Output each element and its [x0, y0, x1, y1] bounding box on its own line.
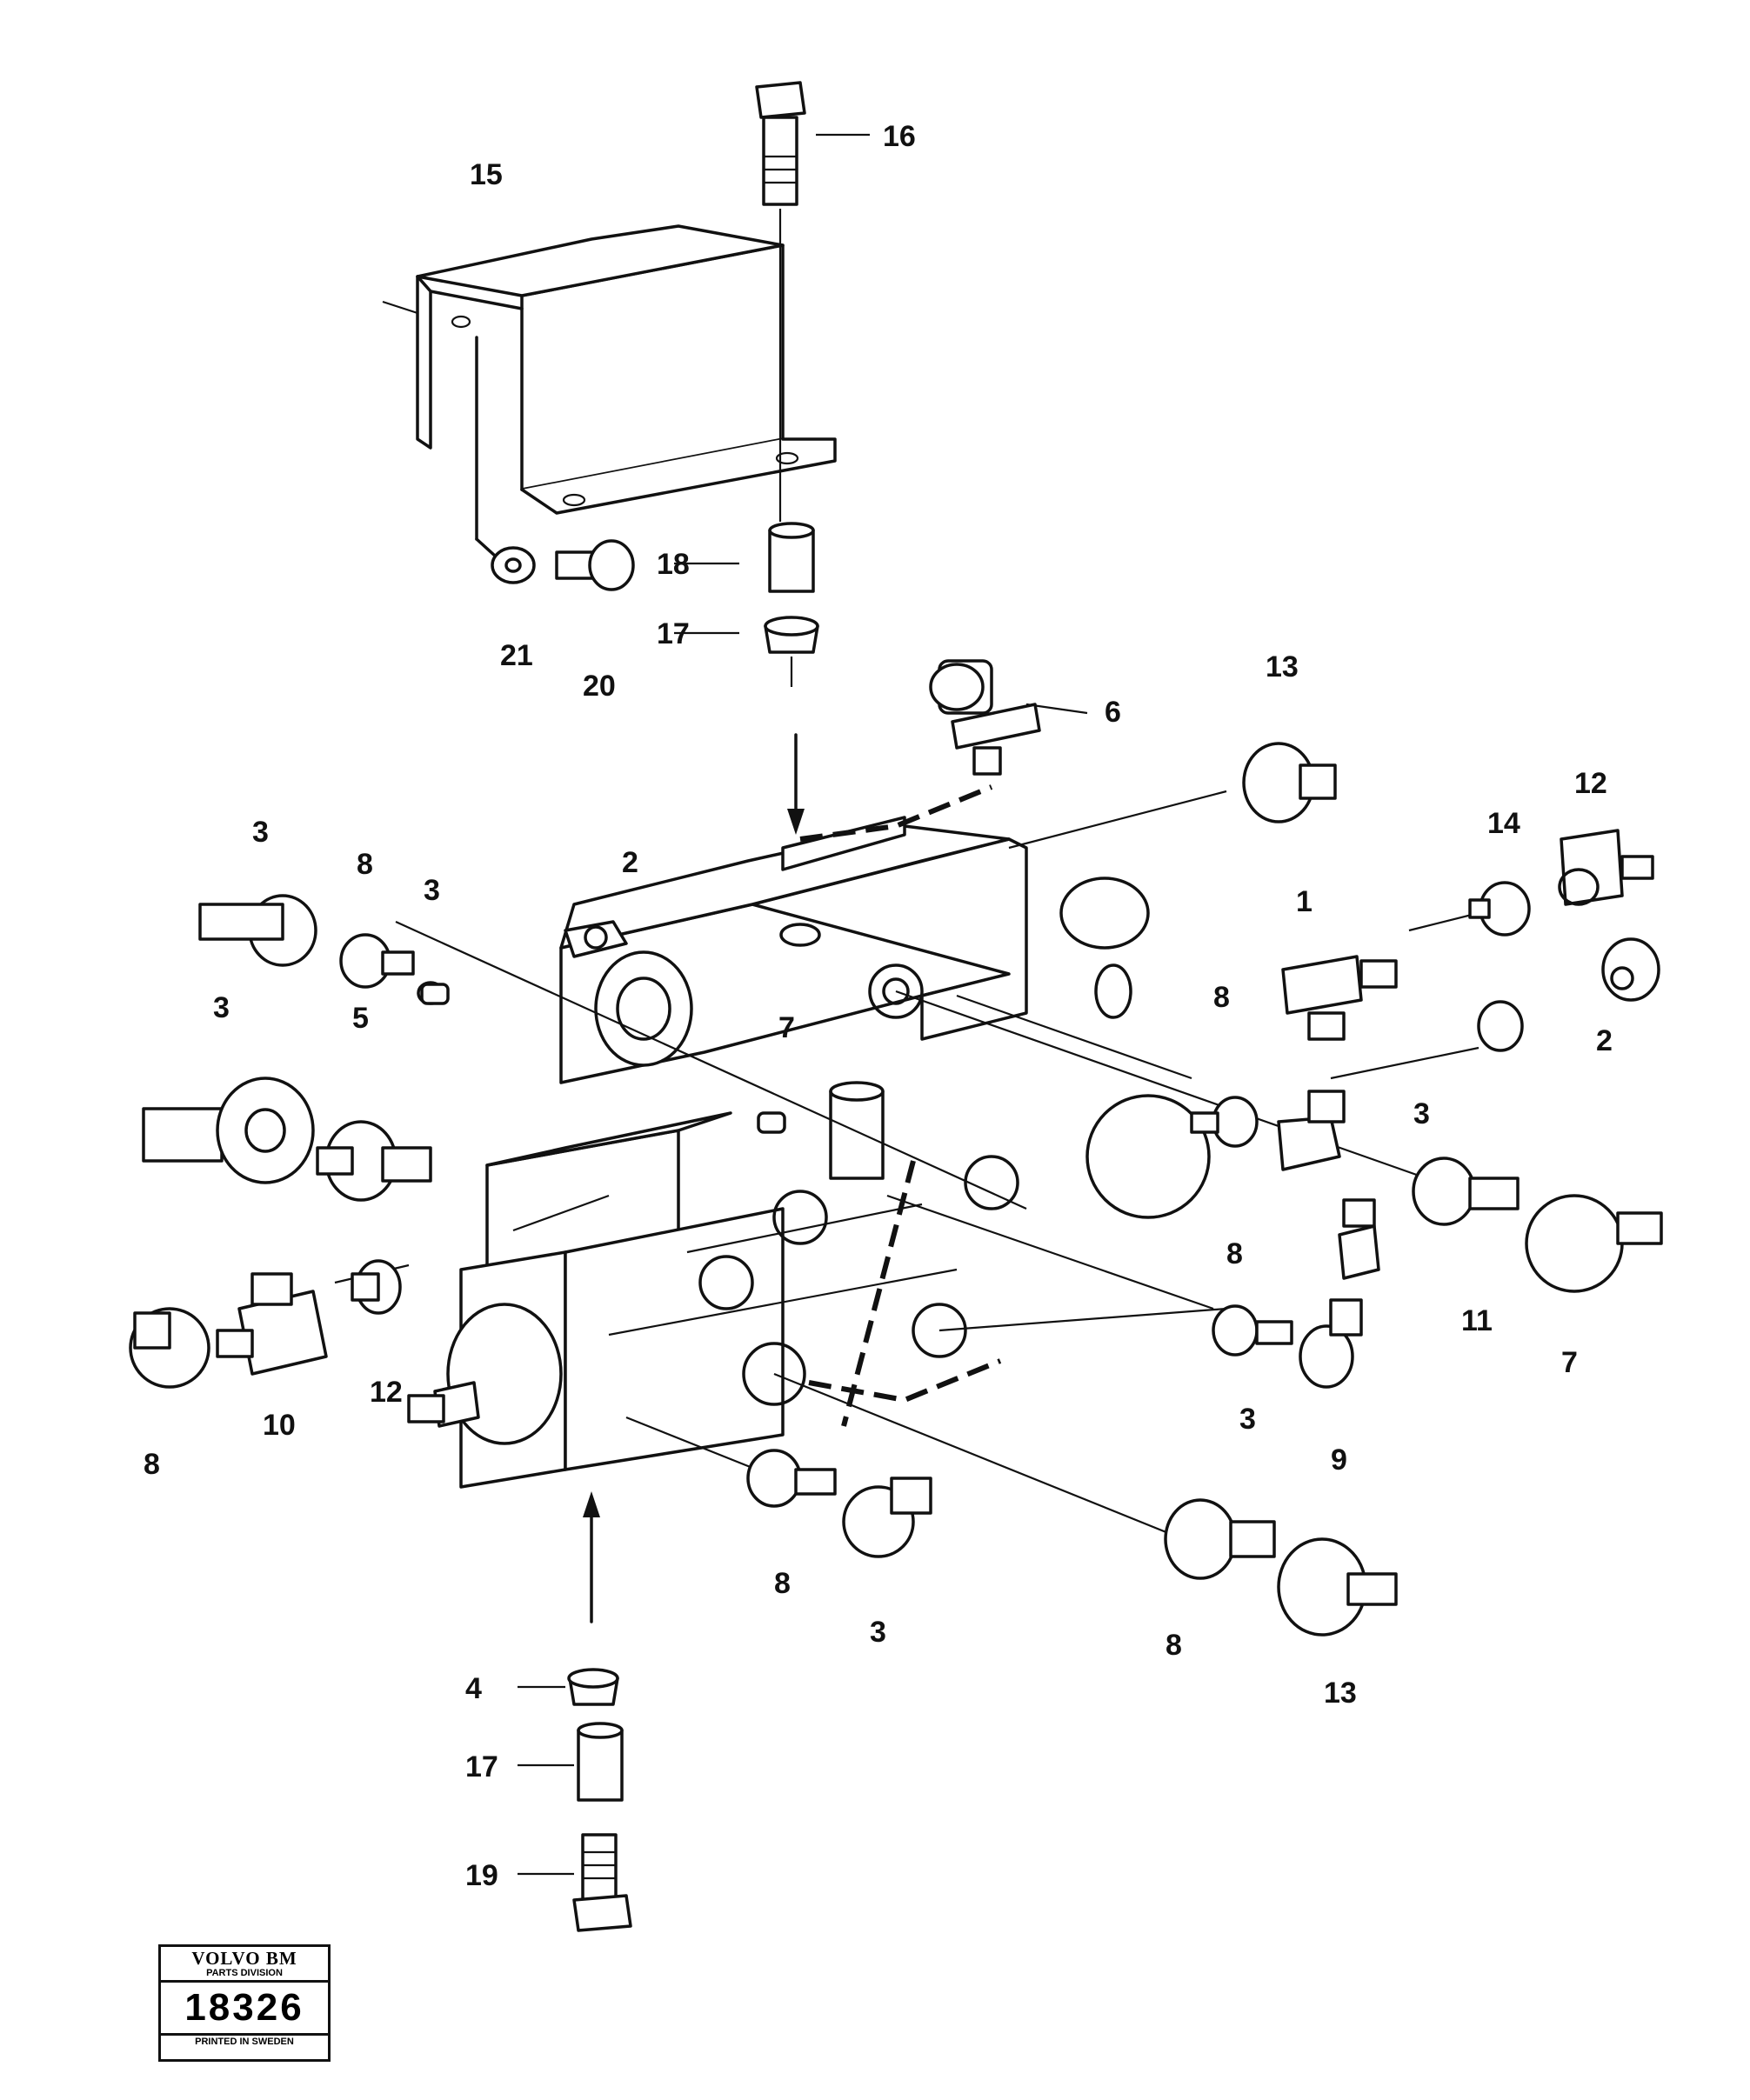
part-label-3-mid: 8 — [1213, 981, 1230, 1014]
bracket-drawing — [382, 224, 837, 558]
part-labels: 16 15 18 17 21 20 6 13 12 3 8 3 2 1 14 3… — [144, 120, 1613, 1892]
part-label-13-top: 13 — [1266, 650, 1299, 683]
part-label-18: 18 — [657, 548, 690, 581]
part-label-3-left: 8 — [357, 848, 373, 881]
part-label-11: 8 — [1226, 1237, 1243, 1270]
part-label-7-left: 5 — [352, 1002, 369, 1035]
part-label-8-lowleft: 8 — [144, 1448, 160, 1481]
part-label-8-right: 2 — [1596, 1024, 1613, 1057]
part-label-3-lowleft: 12 — [370, 1376, 403, 1409]
volvo-bm-stamp: VOLVO BM PARTS DIVISION 18326 PRINTED IN… — [158, 1944, 331, 2062]
part-label-4: 13 — [1324, 1677, 1357, 1710]
part-label-8-left: 3 — [252, 816, 269, 849]
bolt-top-drawing — [755, 81, 806, 522]
spacer-nut-top-drawing — [764, 522, 819, 835]
part-label-2-mid: 7 — [778, 1011, 795, 1044]
stamp-brand: VOLVO BM — [191, 1948, 297, 1969]
stamp-printed: PRINTED IN SWEDEN — [161, 2033, 328, 2049]
fittings-drawing — [129, 659, 1663, 1637]
part-label-17-bottom: 4 — [465, 1672, 482, 1705]
part-label-16-top: 16 — [883, 120, 916, 153]
part-label-17-top: 17 — [657, 617, 690, 650]
part-label-3-bottom: 8 — [774, 1567, 791, 1600]
part-label-5: 3 — [213, 991, 230, 1024]
valve-block-drawing — [407, 784, 1211, 1489]
part-label-8-mid: 3 — [1413, 1097, 1430, 1130]
part-label-8-bottom: 3 — [870, 1616, 886, 1649]
part-label-2-left: 3 — [424, 874, 440, 907]
leader-lines — [334, 133, 1497, 1876]
stamp-number: 18326 — [184, 1986, 304, 2029]
part-label-8-lowright: 9 — [1331, 1443, 1347, 1477]
arrow-bottom — [583, 1491, 600, 1623]
washer-screw-drawing — [491, 539, 635, 591]
part-label-7-right: 11 — [1461, 1304, 1493, 1337]
part-label-3-right: 14 — [1487, 807, 1520, 840]
part-label-20: 20 — [583, 670, 616, 703]
part-label-10: 7 — [1561, 1346, 1578, 1379]
part-label-21: 21 — [500, 639, 533, 672]
bottom-hardware-drawing — [567, 1668, 632, 1932]
stamp-division: PARTS DIVISION — [161, 1968, 328, 1983]
part-label-14: 1 — [1296, 885, 1312, 918]
part-label-13-bottom: 8 — [1166, 1629, 1182, 1662]
part-label-12-left: 10 — [263, 1409, 296, 1442]
part-label-1: 2 — [622, 846, 638, 879]
part-label-15: 15 — [470, 158, 503, 191]
part-label-19: 17 — [465, 1750, 498, 1783]
part-label-9: 3 — [1239, 1403, 1256, 1436]
part-label-16-bottom: 19 — [465, 1859, 498, 1892]
part-label-6: 6 — [1105, 696, 1121, 729]
part-label-12-right: 12 — [1574, 767, 1607, 800]
